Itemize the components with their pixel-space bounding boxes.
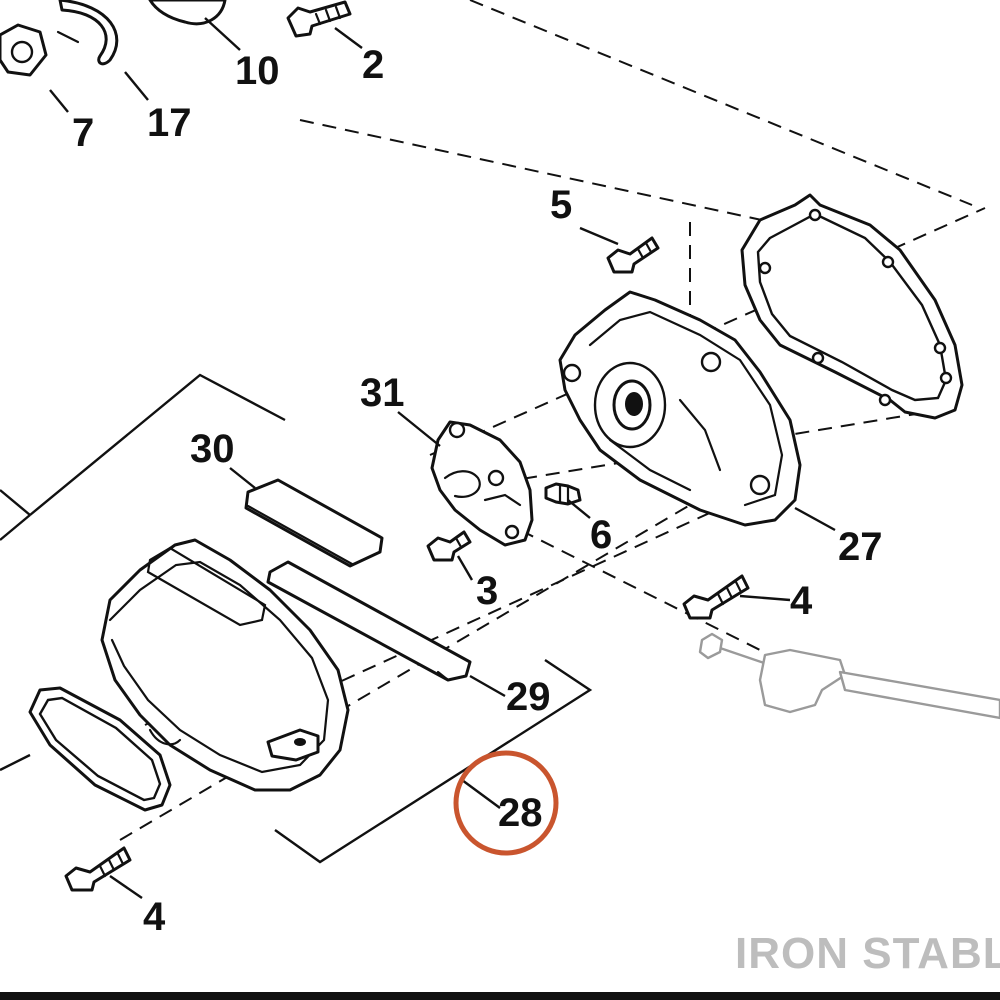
brand-watermark: IRON STABLE [735, 929, 1000, 978]
callout-17: 17 [147, 101, 192, 145]
callout-4-right: 4 [790, 579, 813, 623]
inner-cover-27 [558, 290, 802, 527]
seal-ring [28, 686, 172, 812]
actuator-housing-31 [430, 420, 534, 547]
callout-7: 7 [72, 111, 94, 155]
highlight-ring-28 [453, 750, 559, 856]
callout-4-left: 4 [143, 895, 166, 939]
fitting-6 [544, 482, 582, 506]
leader-lines [49, 17, 836, 899]
bottom-border [0, 992, 1000, 1000]
callout-2: 2 [362, 43, 384, 87]
callout-3: 3 [476, 569, 498, 613]
group-bracket-top [0, 373, 286, 541]
gasket [740, 193, 964, 420]
bolt-4-right [682, 574, 750, 620]
callout-31: 31 [360, 371, 405, 415]
callout-5: 5 [550, 183, 572, 227]
group-bracket-bottom [0, 659, 593, 864]
bolt-4-left [64, 846, 132, 892]
callout-27: 27 [838, 525, 883, 569]
callout-10: 10 [235, 49, 280, 93]
callout-30: 30 [190, 427, 235, 471]
screw-3 [426, 530, 472, 562]
callout-28: 28 [498, 791, 543, 835]
callout-numbers: 2 10 17 7 5 31 30 6 27 3 4 29 28 4 [72, 43, 883, 939]
bolt-5 [606, 236, 660, 274]
clutch-cable-ghost [698, 632, 1000, 720]
bearing-10 [148, 0, 227, 26]
outer-cover-28 [100, 538, 350, 792]
pad-30 [244, 478, 384, 568]
upper-left-parts [0, 0, 352, 77]
callout-6: 6 [590, 513, 612, 557]
callout-29: 29 [506, 675, 551, 719]
strip-29 [266, 560, 472, 682]
retaining-ring-17 [58, 0, 119, 66]
